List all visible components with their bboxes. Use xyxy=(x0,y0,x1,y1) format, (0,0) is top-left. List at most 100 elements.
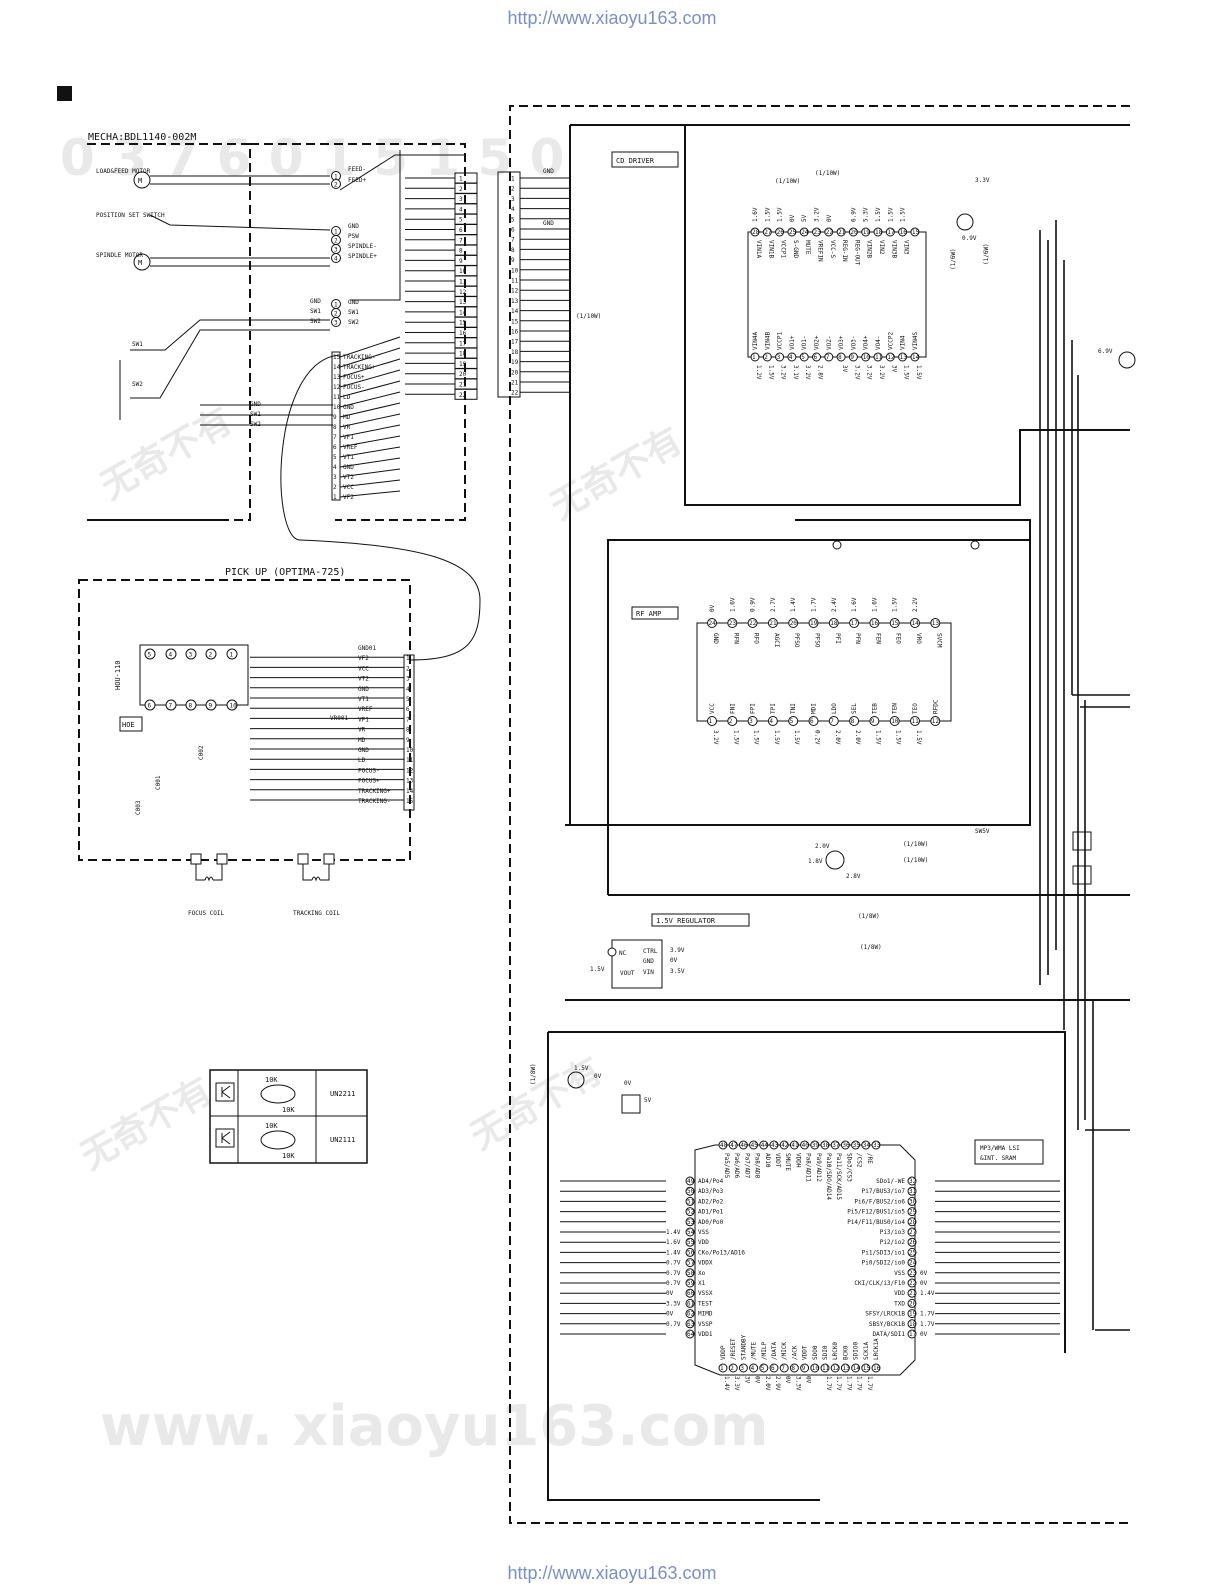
legend-part-2: UN2111 xyxy=(330,1136,355,1144)
cd-top-pin-num: 18 xyxy=(875,229,883,236)
mp3-left-pin-num: 57 xyxy=(687,1260,695,1267)
ribbon-pin-num: 11 xyxy=(333,394,341,401)
mp3-right-volt: 0V xyxy=(920,1270,928,1277)
rf-top-pin xyxy=(869,618,880,628)
cd-bot-volt: 1.5V xyxy=(915,365,922,380)
rf-top-pin-num: 22 xyxy=(749,620,757,627)
mp3-right-name: Pi7/BUS3/io7 xyxy=(862,1188,906,1195)
cd-bot-name: VO3+ xyxy=(838,335,845,350)
pickup-conn-label: VF2 xyxy=(358,655,369,662)
mp3-right-pin-num: 21 xyxy=(909,1290,917,1297)
pickup-conn-label: VR xyxy=(358,727,366,734)
rf-top-pin-num: 15 xyxy=(891,620,899,627)
mp3-left-name: VSSX xyxy=(698,1290,713,1297)
cd-bot-name: VIN4S xyxy=(912,332,919,350)
mecha-right-pin-num: 22 xyxy=(459,392,467,399)
mp3-top-name: Pa5/AD5 xyxy=(723,1153,730,1179)
mp3-left-pin xyxy=(685,1196,695,1206)
svg-text:3.3V: 3.3V xyxy=(975,177,990,184)
cd-top-pin xyxy=(910,227,920,237)
pickup-ic-pin xyxy=(165,648,177,660)
mecha-right-pin-num: 4 xyxy=(459,206,463,213)
mp3-left-name: AD1/Po1 xyxy=(698,1209,724,1216)
cd-top-pin-num: 16 xyxy=(900,229,908,236)
pickup-ic-pin-num: 8 xyxy=(189,703,193,710)
pickup-conn-label: MD xyxy=(358,737,366,744)
svg-text:(1/10W): (1/10W) xyxy=(903,841,928,848)
mp3-bot-name: /RESET xyxy=(730,1338,737,1360)
main-conn-num: 11 xyxy=(511,278,519,285)
mp3-bot-pin-num: 12 xyxy=(832,1365,840,1372)
mp3-bot-volt: 1.7V xyxy=(866,1376,873,1391)
mp3-top-pin-num: 43 xyxy=(771,1142,779,1149)
cd-top-pin xyxy=(898,227,908,237)
rf-top-volt: 1.6V xyxy=(871,597,878,612)
cd-top-pin xyxy=(799,227,809,237)
svg-text:5V: 5V xyxy=(644,1097,652,1104)
rf-bot-pin xyxy=(788,716,799,726)
mp3-bot-pin xyxy=(800,1363,810,1373)
ribbon-wire xyxy=(339,358,401,378)
mp3-bot-name: BCK0 xyxy=(842,1345,849,1360)
mp3-right-pin xyxy=(907,1309,917,1319)
ribbon-wire xyxy=(339,369,401,388)
ribbon-pin-num: 10 xyxy=(333,404,341,411)
mp3-left-volt: 1.4V xyxy=(666,1249,681,1256)
cd-bot-name: VO2- xyxy=(826,336,833,350)
bottom-url[interactable]: http://www.xiaoyu163.com xyxy=(507,1563,717,1583)
cd-bot-name: VIN4A xyxy=(752,332,759,350)
mp3-left-pin xyxy=(685,1268,695,1278)
pickup-conn-label: GND01 xyxy=(358,645,376,652)
cd-top-name: VIN3 xyxy=(903,240,910,255)
mp3-right-pin xyxy=(907,1176,917,1186)
mp3-left-volt: 0.7V xyxy=(666,1270,681,1277)
pickup-conn-num: 12 xyxy=(406,767,414,774)
mp3-bot-name: VDDP xyxy=(720,1345,727,1360)
cd-top-name: VIN2 xyxy=(878,240,885,255)
ribbon-pin-label: TRACKING+ xyxy=(343,364,376,371)
mp3-bot-pin xyxy=(840,1363,850,1373)
rf-top-volt: 0.9V xyxy=(750,597,757,612)
mp3-right-name: Pi6/F/BUS2/io6 xyxy=(854,1198,905,1205)
rf-bot-pin xyxy=(747,716,758,726)
mp3-left-volt: 1.6V xyxy=(666,1239,681,1246)
rf-amp-title: RF AMP xyxy=(636,610,661,618)
mp3-right-pin xyxy=(907,1329,917,1339)
rf-bot-name: FPI xyxy=(750,703,757,714)
mp3-left-pin xyxy=(685,1329,695,1339)
coil-symbols xyxy=(195,864,330,882)
pickup-conn-num: 7 xyxy=(406,716,410,723)
mp3-left-volt: 3.3V xyxy=(666,1300,681,1307)
mp3-left-name: AD3/Po3 xyxy=(698,1188,724,1195)
top-url[interactable]: http://www.xiaoyu163.com xyxy=(507,8,717,28)
pickup-ic-pin xyxy=(185,648,197,660)
mp3-left-pin-num: 53 xyxy=(687,1219,695,1226)
cd-bot-pin-num: 4 xyxy=(789,354,793,361)
svg-text:1.5V: 1.5V xyxy=(574,1065,589,1072)
svg-text:(1/10W): (1/10W) xyxy=(775,178,800,185)
mecha-right-pin-num: 17 xyxy=(459,340,467,347)
cd-top-pin xyxy=(824,227,834,237)
main-conn-num: 17 xyxy=(511,339,519,346)
ribbon-pin-num: 6 xyxy=(333,444,337,451)
svg-text:NC: NC xyxy=(619,950,627,957)
cd-top-pin-num: 28 xyxy=(752,229,760,236)
mp3-left-name: X1 xyxy=(698,1280,706,1287)
mp3-top-name: AD10 xyxy=(764,1153,771,1168)
mp3-right-pin-num: 23 xyxy=(909,1270,917,1277)
rf-top-volt: 1.5V xyxy=(892,597,899,612)
svg-text:10K: 10K xyxy=(282,1152,295,1160)
mp3-top-pin-num: 41 xyxy=(791,1142,799,1149)
pickup-conn-num: 5 xyxy=(406,696,410,703)
mp3-top-pin-num: 48 xyxy=(720,1142,728,1149)
mp3-bot-pin-num: 11 xyxy=(822,1365,830,1372)
mp3-right-name: SDo1/-WE xyxy=(876,1178,905,1185)
rf-top-name: FEN xyxy=(874,633,881,644)
mp3-left-volt: 0.7V xyxy=(666,1280,681,1287)
ribbon-pin-label: VR xyxy=(343,424,351,431)
cd-bot-name: VCCP2 xyxy=(887,332,894,350)
cd-top-volt: 1.5V xyxy=(900,207,907,222)
ribbon-wire xyxy=(339,479,401,488)
